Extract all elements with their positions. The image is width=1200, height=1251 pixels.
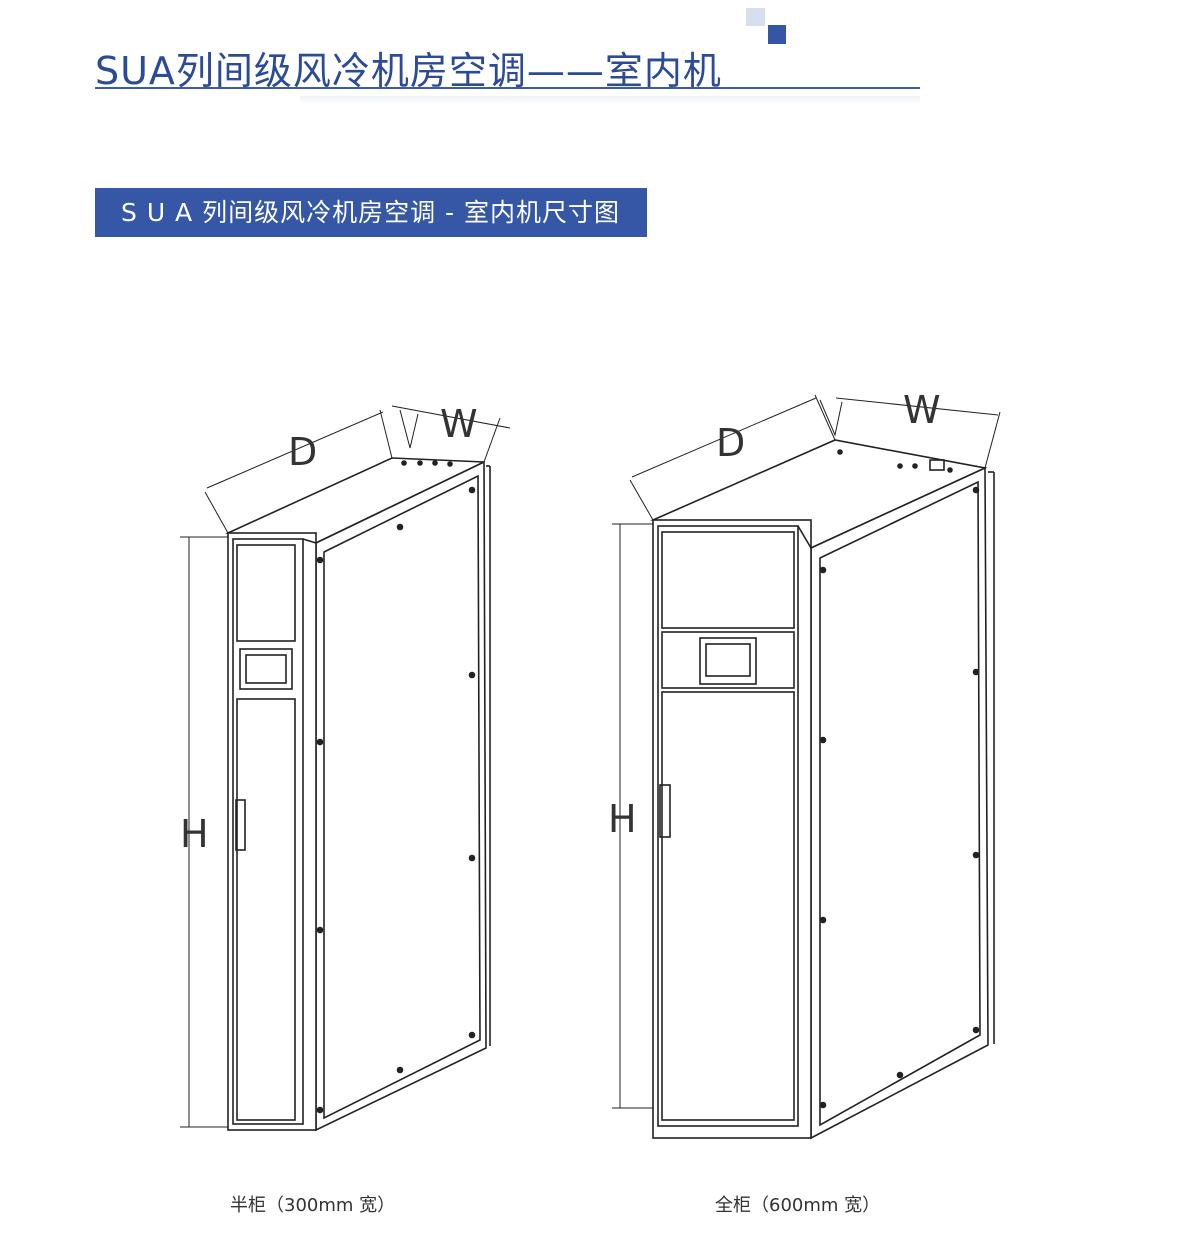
decor-square-light bbox=[746, 8, 765, 26]
title-underline-shadow bbox=[300, 96, 920, 104]
full-dim-d-label: D bbox=[716, 421, 745, 465]
half-dim-w-label: W bbox=[440, 402, 478, 446]
half-dim-h-label: H bbox=[180, 812, 209, 856]
page-title: SUA列间级风冷机房空调——室内机 bbox=[95, 49, 722, 93]
full-dim-h-label: H bbox=[608, 797, 637, 841]
full-dim-w-label: W bbox=[903, 388, 941, 432]
title-underline bbox=[95, 87, 920, 89]
decor-square-dark bbox=[768, 25, 786, 44]
full-cabinet-drawing bbox=[612, 394, 1001, 1140]
half-cabinet-drawing bbox=[180, 405, 511, 1132]
full-cabinet-caption: 全柜（600mm 宽） bbox=[715, 1195, 881, 1216]
section-banner: S U A 列间级风冷机房空调 - 室内机尺寸图 bbox=[95, 188, 647, 237]
half-cabinet-caption: 半柜（300mm 宽） bbox=[230, 1195, 396, 1216]
half-dim-d-label: D bbox=[288, 430, 317, 474]
